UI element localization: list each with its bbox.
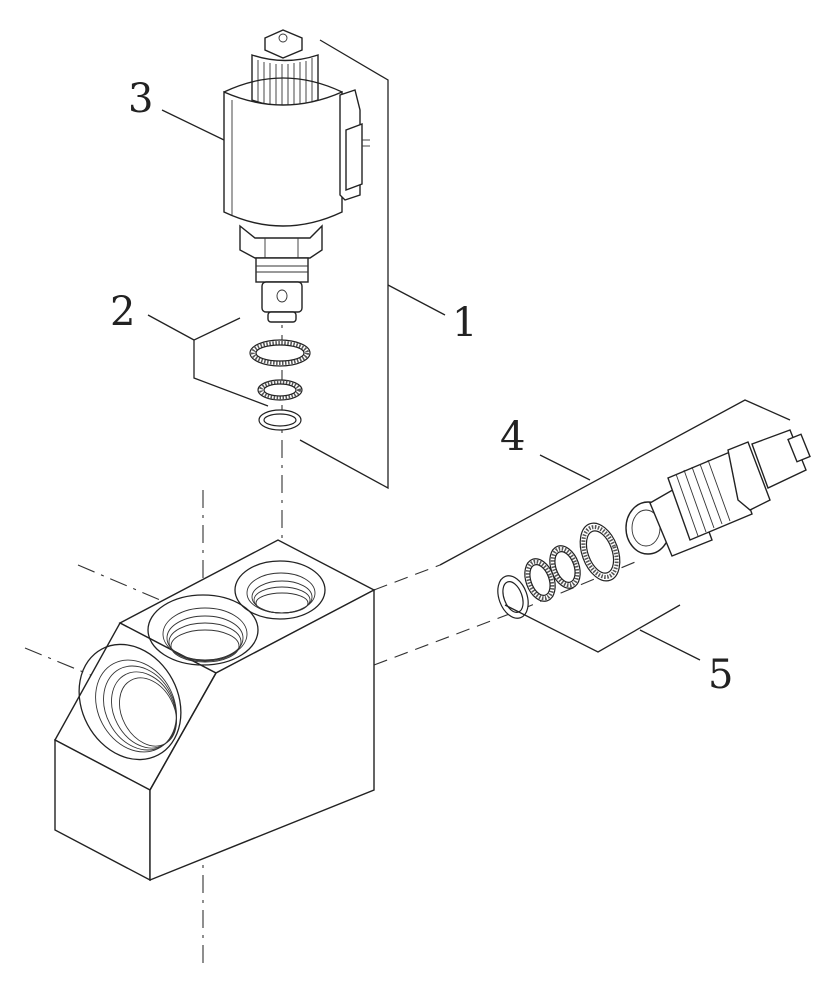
- callout-1: 1: [452, 300, 477, 346]
- callouts: 3 2 1 4 5: [110, 76, 733, 698]
- side-port: [78, 643, 182, 761]
- top-port-small: [234, 560, 326, 620]
- top-port-large: [147, 594, 259, 666]
- valve-block: [54, 539, 376, 882]
- callout-2: 2: [110, 289, 135, 335]
- callout-5: 5: [708, 652, 733, 698]
- callout-4: 4: [500, 414, 525, 460]
- seal-set-2: [249, 339, 311, 431]
- relief-cartridge: [625, 429, 811, 557]
- electrical-connector: [339, 89, 370, 201]
- solenoid-valve: [223, 29, 370, 323]
- seal-set-5: [497, 522, 621, 619]
- callout-3: 3: [128, 76, 153, 122]
- leader-lines: [147, 39, 791, 661]
